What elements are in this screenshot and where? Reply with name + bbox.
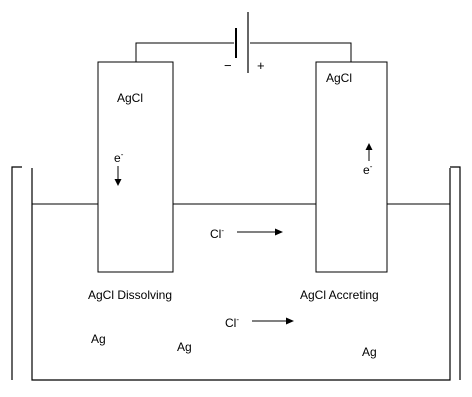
left-electrode-caption: AgCl Dissolving (88, 288, 172, 302)
left-electron-superscript: - (121, 150, 124, 159)
left-electrode-material-label: AgCl (117, 91, 143, 105)
tank-outer-wall-right (450, 166, 461, 380)
wire-right (250, 42, 352, 62)
chloride-ion-symbol-lower: Cl (225, 316, 236, 330)
silver-label: Ag (177, 340, 192, 354)
right-electrode (315, 61, 388, 273)
tank-inner (31, 168, 451, 381)
left-electron-label: e- (114, 150, 124, 165)
right-electron-arrowhead (365, 143, 373, 150)
right-electron-label: e- (363, 162, 373, 177)
right-electron-superscript: - (370, 162, 373, 171)
chloride-ion-label-upper: Cl- (210, 226, 224, 241)
right-electrode-caption: AgCl Accreting (300, 288, 379, 302)
right-electron-symbol: e (363, 163, 370, 177)
chloride-arrow-upper-head (275, 228, 283, 236)
tank-outer-wall (11, 166, 22, 380)
chloride-ion-symbol-upper: Cl (210, 227, 221, 241)
silver-label: Ag (362, 345, 377, 359)
wire-left (135, 42, 234, 62)
battery-negative-sign: − (224, 58, 232, 73)
right-electrode-material-label: AgCl (326, 71, 352, 85)
chloride-ion-superscript-upper: - (221, 226, 224, 235)
chloride-ion-label-lower: Cl- (225, 315, 239, 330)
chloride-ion-superscript-lower: - (236, 315, 239, 324)
left-electron-symbol: e (114, 151, 121, 165)
silver-label: Ag (91, 332, 106, 346)
chloride-arrow-lower-head (286, 317, 294, 325)
left-electron-arrowhead (114, 179, 122, 186)
battery-positive-sign: + (257, 58, 265, 73)
